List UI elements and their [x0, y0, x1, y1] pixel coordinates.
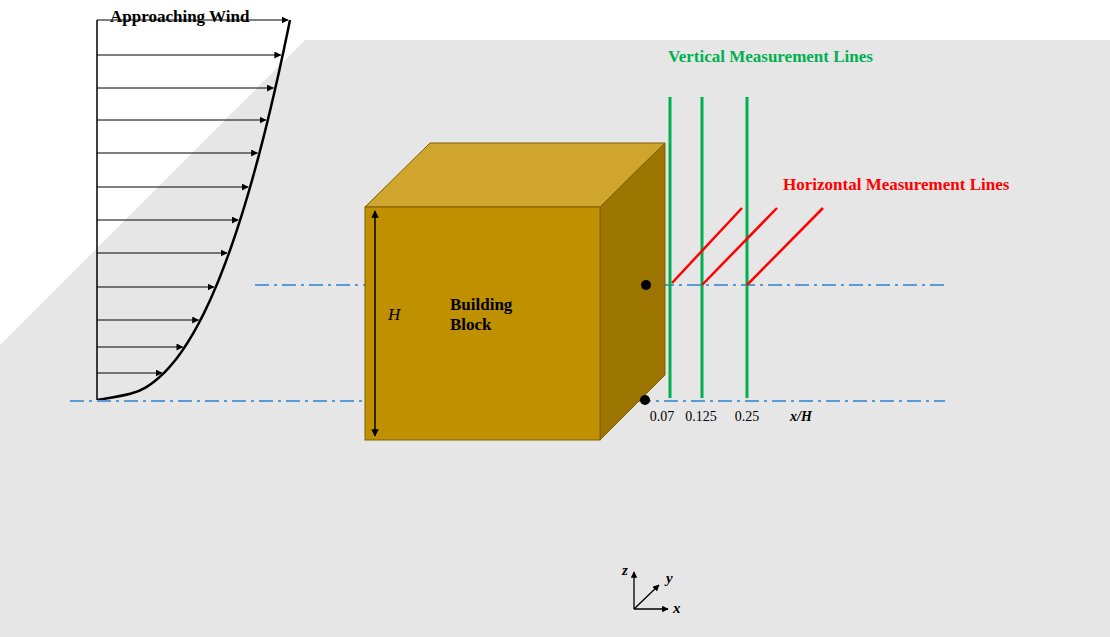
axis-title: x/H — [790, 409, 812, 424]
axis-name: y — [666, 570, 673, 587]
axis-tick: 0.125 — [685, 409, 717, 424]
building-block: Building Block — [365, 207, 600, 440]
axis-name: x — [673, 600, 681, 617]
axis-tick: 0.25 — [735, 409, 760, 424]
height-arrow — [374, 211, 376, 436]
legend-label: Horizontal Measurement Lines — [783, 176, 1009, 195]
legend-label: Vertical Measurement Lines — [668, 48, 873, 67]
axis-tick: 0.07 — [650, 409, 675, 424]
ground-plane — [0, 40, 1110, 637]
wind-profile — [97, 20, 290, 400]
horizontal-lines — [672, 208, 823, 285]
vertical-lines — [670, 97, 747, 398]
point-marker — [640, 395, 650, 405]
point-marker — [641, 280, 651, 290]
cube-front — [365, 207, 600, 440]
block-label: Building Block — [450, 295, 530, 334]
axis-name: z — [622, 562, 628, 579]
dimension-label: H — [388, 306, 400, 325]
axes — [634, 572, 668, 609]
cube-side — [600, 143, 665, 440]
title-label: Approaching Wind — [110, 8, 249, 27]
